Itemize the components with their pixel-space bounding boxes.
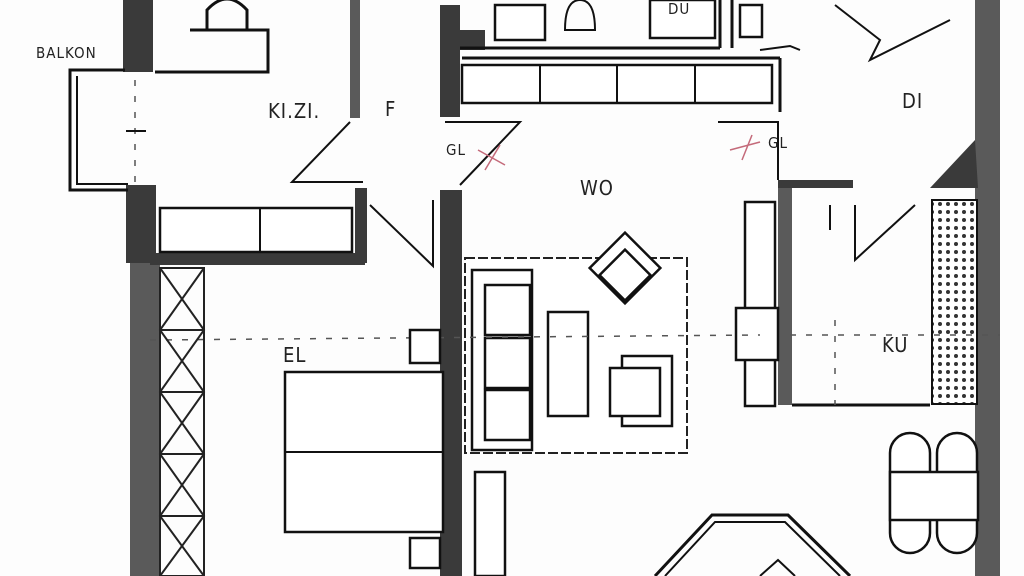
nightstand-top (408, 328, 442, 365)
mark-x-right (729, 134, 761, 161)
glass-door-left (445, 121, 523, 186)
armchair-top (587, 230, 663, 306)
kids-wardrobe (158, 206, 354, 254)
label-hallway: F (385, 97, 396, 121)
label-glass-right: GL (768, 134, 788, 152)
nightstand-bottom (408, 536, 442, 570)
walls (123, 0, 1000, 576)
bathroom-fixtures (460, 0, 801, 51)
dining-table (888, 431, 980, 555)
sofa (470, 268, 534, 452)
label-living: WO (580, 176, 614, 200)
label-glass-left: GL (446, 141, 466, 159)
window-cross-hatch (158, 267, 206, 576)
kids-chair (205, 0, 249, 30)
dining-door-swing (834, 4, 951, 63)
label-shower: DU (668, 0, 690, 18)
label-balcony: BALKON (36, 44, 97, 62)
label-dining: DI (902, 89, 923, 113)
label-kitchen: KU (882, 333, 908, 357)
kids-door-swing (289, 121, 363, 183)
balcony-outline (68, 68, 128, 192)
bedroom-cabinet (473, 470, 507, 576)
bay-table (653, 513, 852, 576)
coffee-table (546, 310, 590, 418)
kitchen-counter (931, 199, 978, 405)
glass-door-right (718, 121, 779, 180)
sideboard (734, 200, 780, 408)
label-parents: EL (283, 343, 306, 367)
label-kids-room: KI.ZI. (268, 99, 320, 123)
bedroom-door-swing (369, 200, 434, 269)
mark-x-left (477, 144, 506, 171)
kids-desk (155, 28, 270, 74)
armchair-bottom (608, 354, 674, 428)
